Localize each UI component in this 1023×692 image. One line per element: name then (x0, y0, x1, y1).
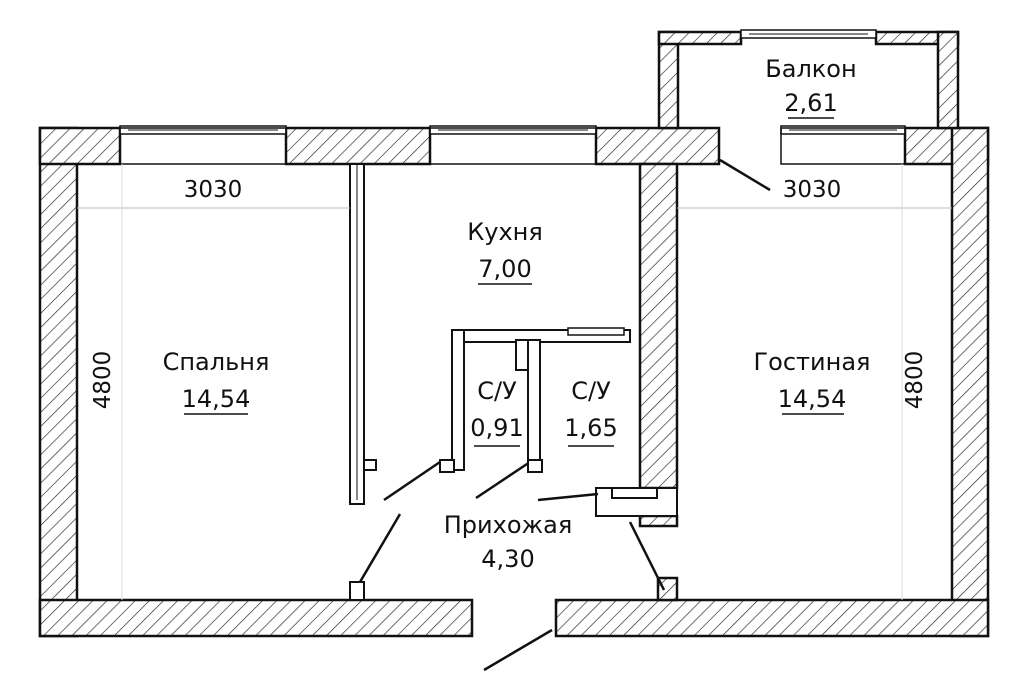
kitchen-area: 7,00 (478, 255, 531, 283)
windows (119, 29, 906, 336)
wc2-area: 1,65 (564, 414, 617, 442)
bedroom-area: 14,54 (182, 385, 251, 413)
window-bathroom (567, 327, 625, 336)
bedroom-width-dim: 3030 (184, 177, 243, 203)
partitions (349, 163, 678, 517)
door-wc2 (537, 492, 599, 502)
door-wc1 (475, 460, 531, 500)
door-entrance (483, 628, 553, 672)
living-width-dim: 3030 (783, 177, 842, 203)
dimensions: 3030 3030 4800 4800 (77, 164, 952, 600)
bedroom-name: Спальня (163, 348, 270, 376)
room-labels: Спальня 14,54 Кухня 7,00 Гостиная 14,54 … (163, 55, 871, 573)
doors (349, 158, 771, 672)
door-balcony (719, 158, 771, 192)
wc1-area: 0,91 (470, 414, 523, 442)
wc1-name: С/У (477, 377, 517, 405)
hall-area: 4,30 (481, 545, 534, 573)
balcony-walls (657, 30, 960, 130)
hall-name: Прихожая (444, 511, 573, 539)
kitchen-name: Кухня (467, 218, 543, 246)
door-kitchen (383, 460, 441, 502)
bedroom-depth-dim: 4800 (90, 351, 116, 410)
wc2-name: С/У (571, 377, 611, 405)
door-bedroom (358, 513, 402, 583)
balcony-name: Балкон (765, 55, 856, 83)
living-name: Гостиная (754, 348, 871, 376)
living-depth-dim: 4800 (902, 351, 928, 410)
door-living (628, 521, 666, 591)
living-area: 14,54 (778, 385, 847, 413)
balcony-area: 2,61 (784, 89, 837, 117)
